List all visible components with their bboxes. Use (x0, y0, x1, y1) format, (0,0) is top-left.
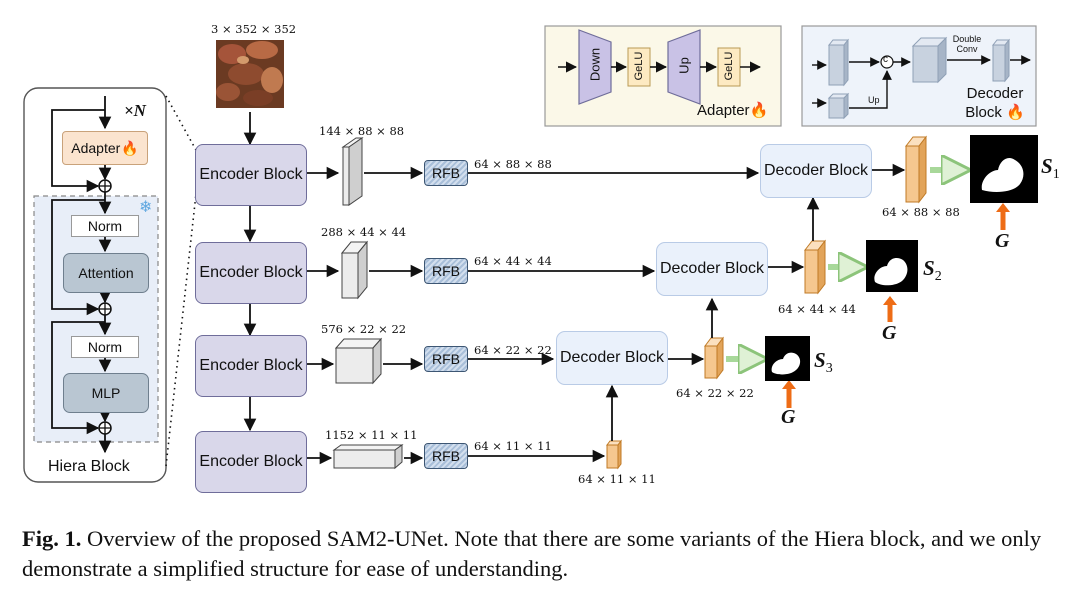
hiera-adapter-label: Adapter (71, 140, 121, 156)
adapter-gelu2-label: GeLU (723, 51, 735, 81)
encoder-dims-3: 576 × 22 × 22 (321, 322, 407, 336)
feature-orange-2 (803, 239, 827, 295)
ground-truth-1: G (995, 230, 1010, 252)
snowflake-icon: ❄ (139, 199, 153, 216)
mask-s2 (866, 240, 918, 292)
decoder-block-3: Decoder Block (556, 331, 668, 385)
mask-s1 (970, 135, 1038, 203)
encoder-block-4: Encoder Block (195, 431, 307, 493)
decoder-legend-feature-c (911, 36, 948, 84)
rfb-dims-3: 64 × 22 × 22 (474, 343, 552, 357)
output-s1: S1 (1041, 154, 1060, 183)
rfb-dims-1: 64 × 88 × 88 (474, 157, 552, 171)
encoder-dims-1: 144 × 88 × 88 (319, 124, 405, 138)
feature-orange-1 (904, 135, 928, 204)
adapter-gelu1-label: GeLU (633, 51, 645, 81)
bottom-dims: 64 × 11 × 11 (578, 472, 656, 486)
decoder-block-2: Decoder Block (656, 242, 768, 296)
rfb-1: RFB (424, 160, 468, 186)
decoder-block-1: Decoder Block (760, 144, 872, 198)
encoder-dims-4: 1152 × 11 × 11 (325, 428, 418, 442)
encoder-block-1: Encoder Block (195, 144, 307, 206)
hiera-attention-box: Attention (63, 253, 149, 293)
figure-caption: Fig. 1. Overview of the proposed SAM2-UN… (22, 524, 1062, 584)
encoder-block-2: Encoder Block (195, 242, 307, 304)
decoder-legend-feature-b (827, 92, 850, 120)
hiera-adapter-box: Adapter🔥 (62, 131, 148, 165)
adapter-down-label: Down (587, 47, 603, 82)
adapter-down-trapezoid (578, 29, 612, 105)
ground-truth-3: G (781, 406, 796, 428)
fire-icon: 🔥 (749, 102, 769, 119)
fire-icon: 🔥 (1006, 104, 1025, 121)
hiera-repeat-label: ×N (124, 101, 146, 120)
feature-cube-1 (341, 137, 364, 206)
mask-s3 (765, 336, 810, 381)
feature-cube-2 (340, 240, 369, 300)
encoder-block-3: Encoder Block (195, 335, 307, 397)
rfb-dims-2: 64 × 44 × 44 (474, 254, 552, 268)
adapter-up-trapezoid (667, 29, 701, 105)
rfb-dims-4: 64 × 11 × 11 (474, 439, 552, 453)
ground-truth-2: G (882, 322, 897, 344)
hiera-norm2-box: Norm (71, 336, 139, 358)
decoder-legend-title: Decoder Block 🔥 (965, 85, 1025, 121)
output-s3: S3 (814, 348, 833, 377)
decoder-dims-2: 64 × 44 × 44 (778, 302, 856, 316)
encoder-dims-2: 288 × 44 × 44 (321, 225, 407, 239)
adapter-up-label: Up (676, 57, 692, 74)
fire-icon: 🔥 (121, 139, 139, 156)
hiera-norm1-box: Norm (71, 215, 139, 237)
decoder-dims-3: 64 × 22 × 22 (676, 386, 754, 400)
decoder-legend-concat: c (883, 54, 888, 65)
input-image (216, 40, 284, 108)
diagram-canvas (23, 25, 1038, 483)
feature-cube-3 (334, 337, 383, 385)
feature-orange-3 (704, 336, 724, 380)
decoder-legend-feature-d (991, 38, 1011, 83)
input-dims: 3 × 352 × 352 (211, 22, 297, 36)
feature-bottom-orange (606, 439, 622, 470)
hiera-mlp-box: MLP (63, 373, 149, 413)
decoder-dims-1: 64 × 88 × 88 (882, 205, 960, 219)
caption-text: Overview of the proposed SAM2-UNet. Note… (22, 526, 1042, 581)
rfb-4: RFB (424, 443, 468, 469)
rfb-2: RFB (424, 258, 468, 284)
feature-cube-4 (332, 444, 404, 470)
hiera-title: Hiera Block (48, 458, 130, 475)
rfb-3: RFB (424, 346, 468, 372)
output-s2: S2 (923, 256, 942, 285)
adapter-legend-title: Adapter🔥 (697, 102, 769, 119)
decoder-legend-up: Up (868, 95, 880, 105)
caption-label: Fig. 1. (22, 526, 82, 551)
decoder-legend-feature-a (827, 38, 850, 87)
